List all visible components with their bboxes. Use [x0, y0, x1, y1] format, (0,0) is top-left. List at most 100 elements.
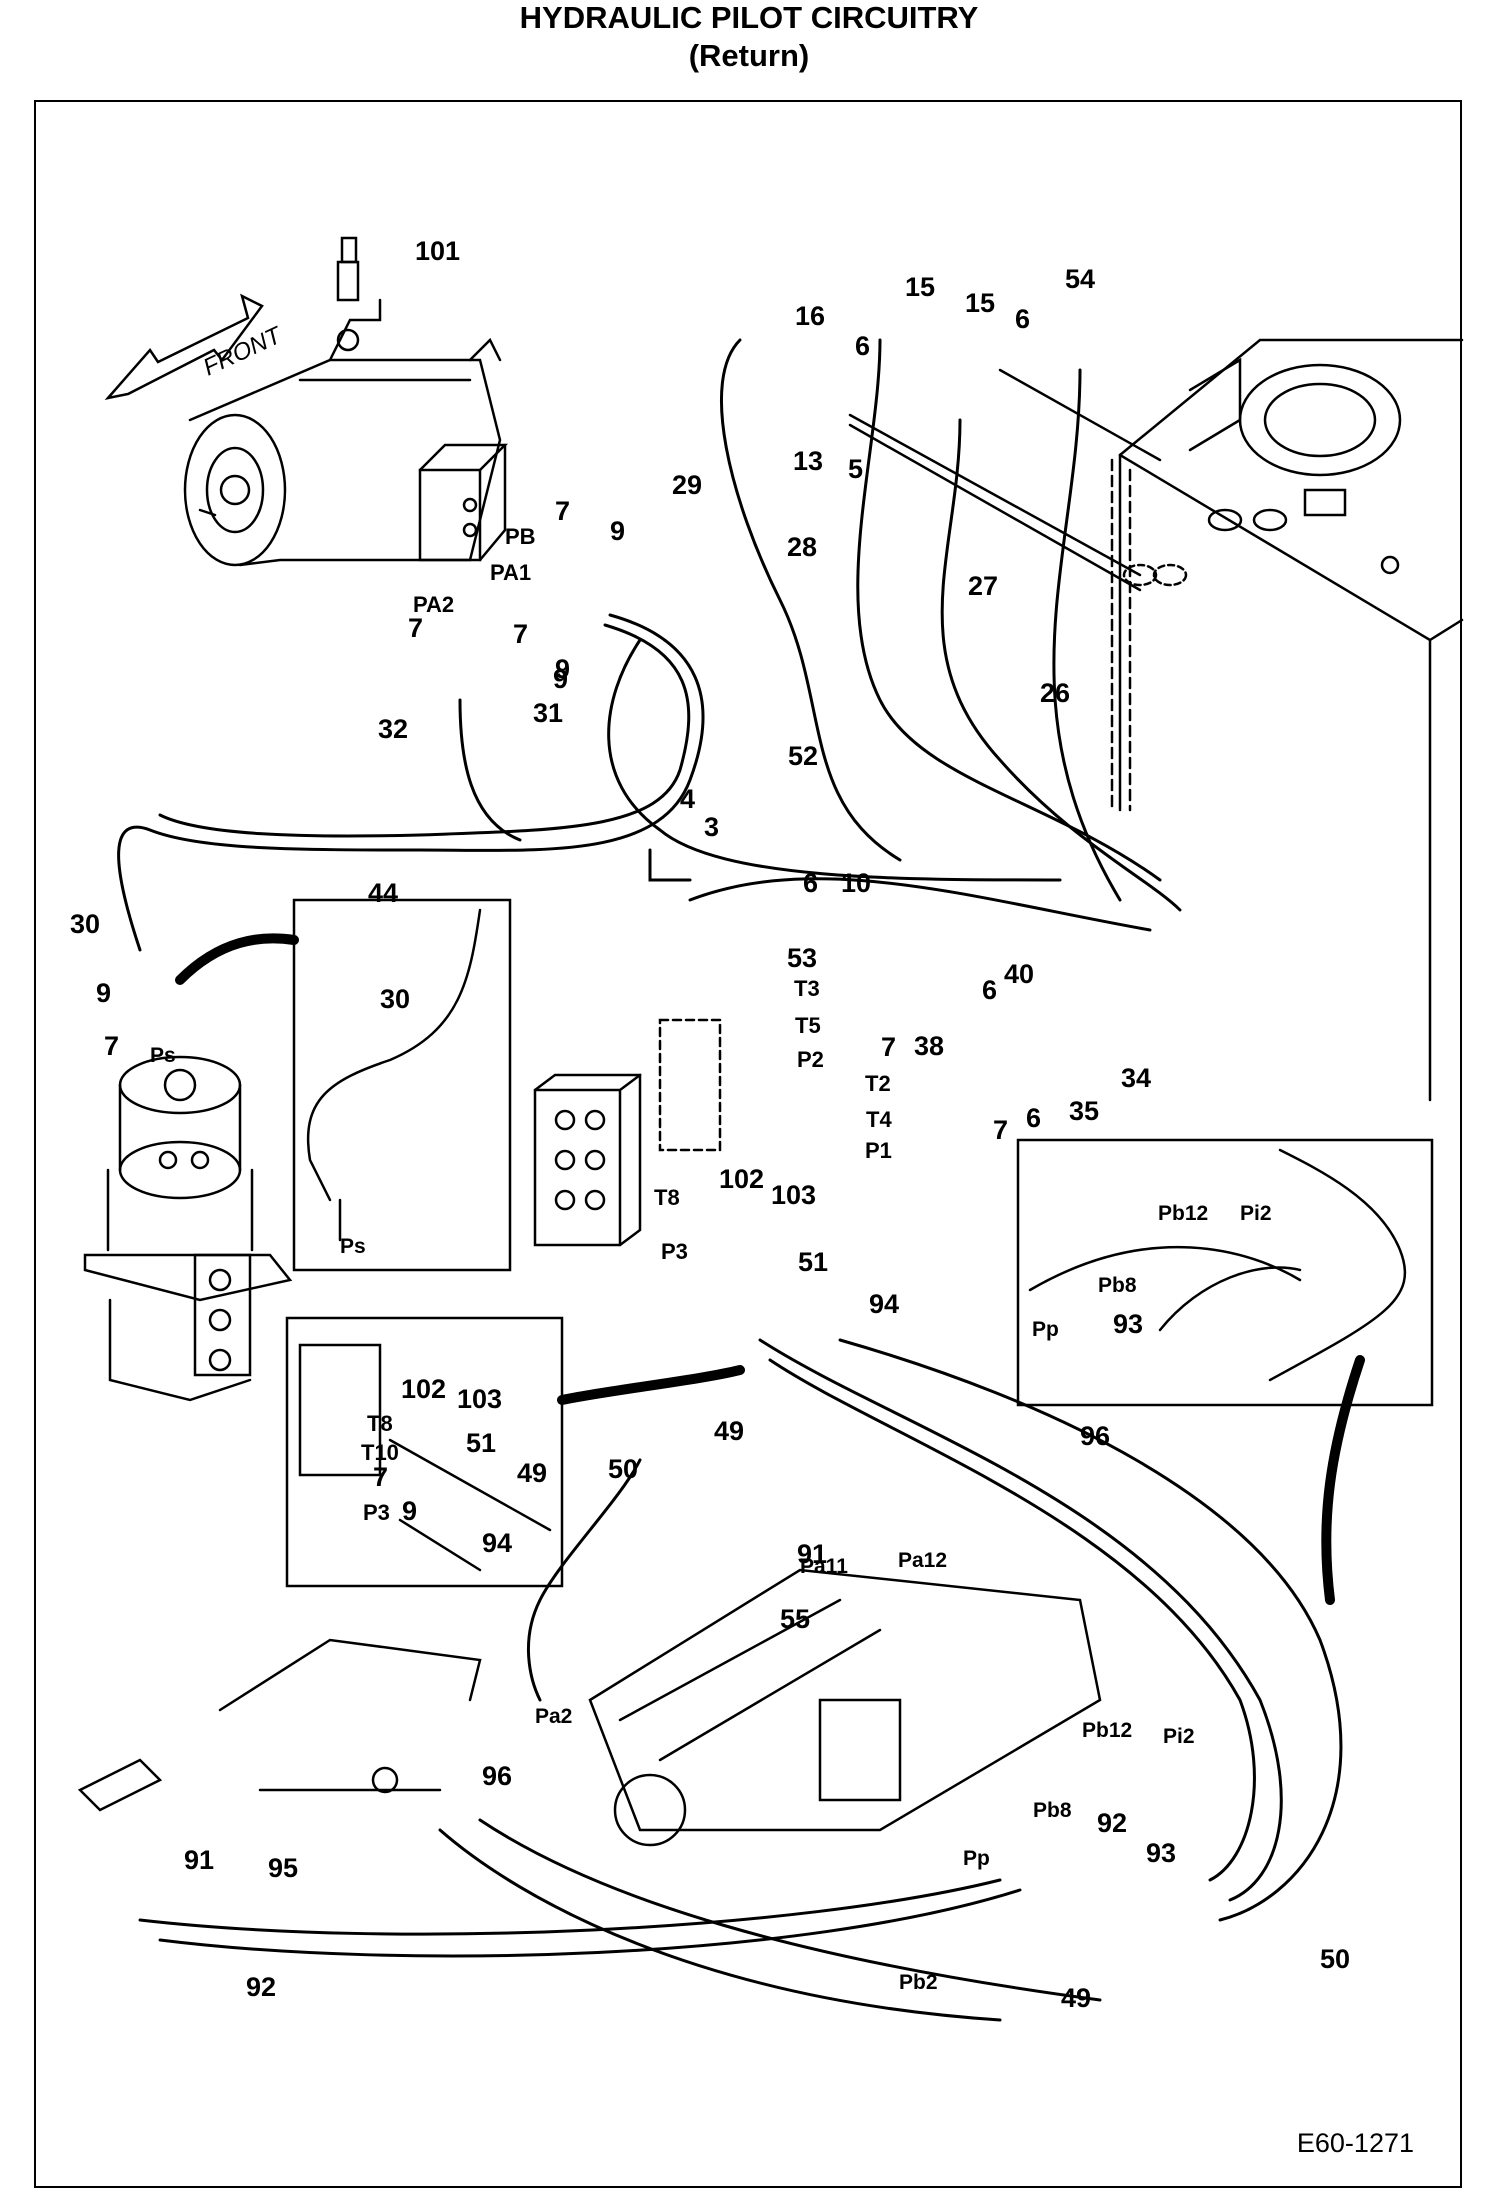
callout-label: 102: [719, 1164, 764, 1194]
callout-label: 103: [457, 1384, 502, 1414]
callout-label: 6: [803, 868, 818, 898]
callout-label: 7: [408, 613, 423, 643]
callout-label: 9: [553, 664, 568, 694]
callout-label: PA2: [413, 592, 454, 617]
callout-label: 40: [1004, 959, 1034, 989]
callout-label: 55: [780, 1604, 810, 1634]
callout-label: 9: [610, 516, 625, 546]
front-arrow: [104, 293, 264, 400]
callout-label: 51: [466, 1428, 496, 1458]
callout-label: T5: [795, 1013, 821, 1038]
control-valve: [588, 1568, 1102, 1847]
callout-label: 102: [401, 1374, 446, 1404]
callout-label: T4: [866, 1107, 892, 1132]
callout-label: 9: [402, 1496, 417, 1526]
callout-label: Pb8: [1098, 1274, 1137, 1297]
callout-label: 96: [1080, 1421, 1110, 1451]
callout-label: P3: [661, 1239, 688, 1264]
callout-label: Pb12: [1082, 1719, 1132, 1742]
hydraulic-tank: [1110, 338, 1464, 1102]
callout-label: 6: [1015, 304, 1030, 334]
callout-label: 3: [704, 812, 719, 842]
callout-label: 91: [184, 1845, 214, 1875]
callout-label: 6: [982, 975, 997, 1005]
detail-box-block: [285, 1316, 745, 1588]
page-subtitle: (Return): [688, 38, 810, 73]
callout-label: 30: [380, 984, 410, 1014]
callout-label: T10: [361, 1440, 399, 1465]
callout-label: T2: [865, 1071, 891, 1096]
callout-label: 5: [848, 454, 863, 484]
callout-label: 50: [1320, 1944, 1350, 1974]
callout-label: 52: [788, 741, 818, 771]
callout-label: 15: [965, 288, 995, 318]
mounting-plate: [77, 1638, 482, 1812]
callout-label: 38: [914, 1031, 944, 1061]
callout-label: 101: [415, 236, 460, 266]
callout-label: 49: [1061, 1983, 1091, 2013]
callout-label: 6: [1026, 1103, 1041, 1133]
callout-label: 34: [1121, 1063, 1151, 1093]
callout-label: 103: [771, 1180, 816, 1210]
callout-label: 10: [841, 868, 871, 898]
callout-label: 15: [905, 272, 935, 302]
callout-label: P3: [363, 1500, 390, 1525]
callout-label: Ps: [340, 1235, 366, 1258]
callout-label: 32: [378, 714, 408, 744]
callout-label: 7: [104, 1031, 119, 1061]
callout-label: 95: [268, 1853, 298, 1883]
callout-label: 7: [555, 496, 570, 526]
detail-box-swivel-hose: [175, 898, 512, 1272]
callout-label: Pb12: [1158, 1202, 1208, 1225]
callout-label: 13: [793, 446, 823, 476]
callout-label: T8: [654, 1185, 680, 1210]
callout-label: Pi2: [1163, 1725, 1195, 1748]
callout-label: 96: [482, 1761, 512, 1791]
callout-label: 49: [714, 1416, 744, 1446]
callout-label: Pa11: [800, 1555, 848, 1578]
callout-label: 9: [96, 978, 111, 1008]
return-pipes: [848, 368, 1162, 592]
callout-label: 6: [855, 331, 870, 361]
callout-label: 7: [513, 619, 528, 649]
callout-label: P2: [797, 1047, 824, 1072]
callout-label: 94: [869, 1289, 899, 1319]
callout-label: Pp: [1032, 1318, 1059, 1341]
pump-assembly: [183, 236, 509, 567]
callout-label: 7: [373, 1462, 388, 1492]
pilot-block: [533, 1018, 722, 1247]
callout-label: 50: [608, 1454, 638, 1484]
callout-label: T3: [794, 976, 820, 1001]
callout-label: 27: [968, 571, 998, 601]
diagram-frame: [34, 100, 1462, 2188]
callout-label: 30: [70, 909, 100, 939]
callout-label: Pp: [963, 1847, 990, 1870]
hoses-lower: [138, 1338, 1343, 2022]
drawing-code: E60-1271: [1296, 2128, 1414, 2158]
callout-label: 93: [1113, 1309, 1143, 1339]
callout-label: 93: [1146, 1838, 1176, 1868]
callout-label: P1: [865, 1138, 892, 1163]
callout-label: 94: [482, 1528, 512, 1558]
callout-label: 7: [881, 1032, 896, 1062]
callout-label: 26: [1040, 678, 1070, 708]
hoses-upper: [117, 338, 1182, 952]
callout-label: Pa2: [535, 1705, 572, 1728]
callout-label: PA1: [490, 560, 531, 585]
callout-label: Pb2: [899, 1971, 938, 1994]
callout-label: 44: [368, 878, 398, 908]
callout-label: 92: [1097, 1808, 1127, 1838]
callout-label: Pb8: [1033, 1799, 1072, 1822]
callout-label: Ps: [150, 1044, 176, 1067]
callout-label: T8: [367, 1411, 393, 1436]
callout-label: 4: [680, 784, 695, 814]
callout-label: 29: [672, 470, 702, 500]
callout-label: 91: [797, 1539, 827, 1569]
callout-label: 7: [993, 1115, 1008, 1145]
callout-label: 31: [533, 698, 563, 728]
callout-label: Pa12: [898, 1549, 947, 1572]
swivel-joint: [83, 1055, 293, 1402]
callout-label: 54: [1065, 264, 1095, 294]
detail-box-valve-ports: [1016, 1138, 1434, 1605]
